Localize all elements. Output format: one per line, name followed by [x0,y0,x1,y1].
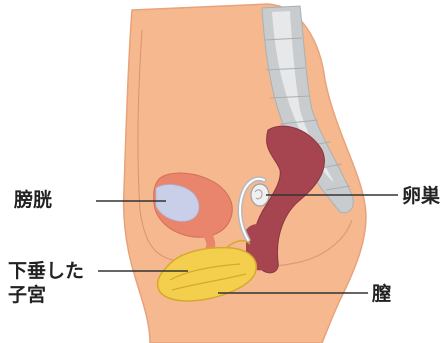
ovary-label: 卵巣 [402,185,440,207]
vagina-label: 膣 [372,283,391,305]
bladder-label: 膀胱 [14,189,52,211]
prolapsed-uterus-label-line1: 下垂した [8,260,84,282]
prolapsed-uterus-label-line2: 子宮 [8,284,46,306]
